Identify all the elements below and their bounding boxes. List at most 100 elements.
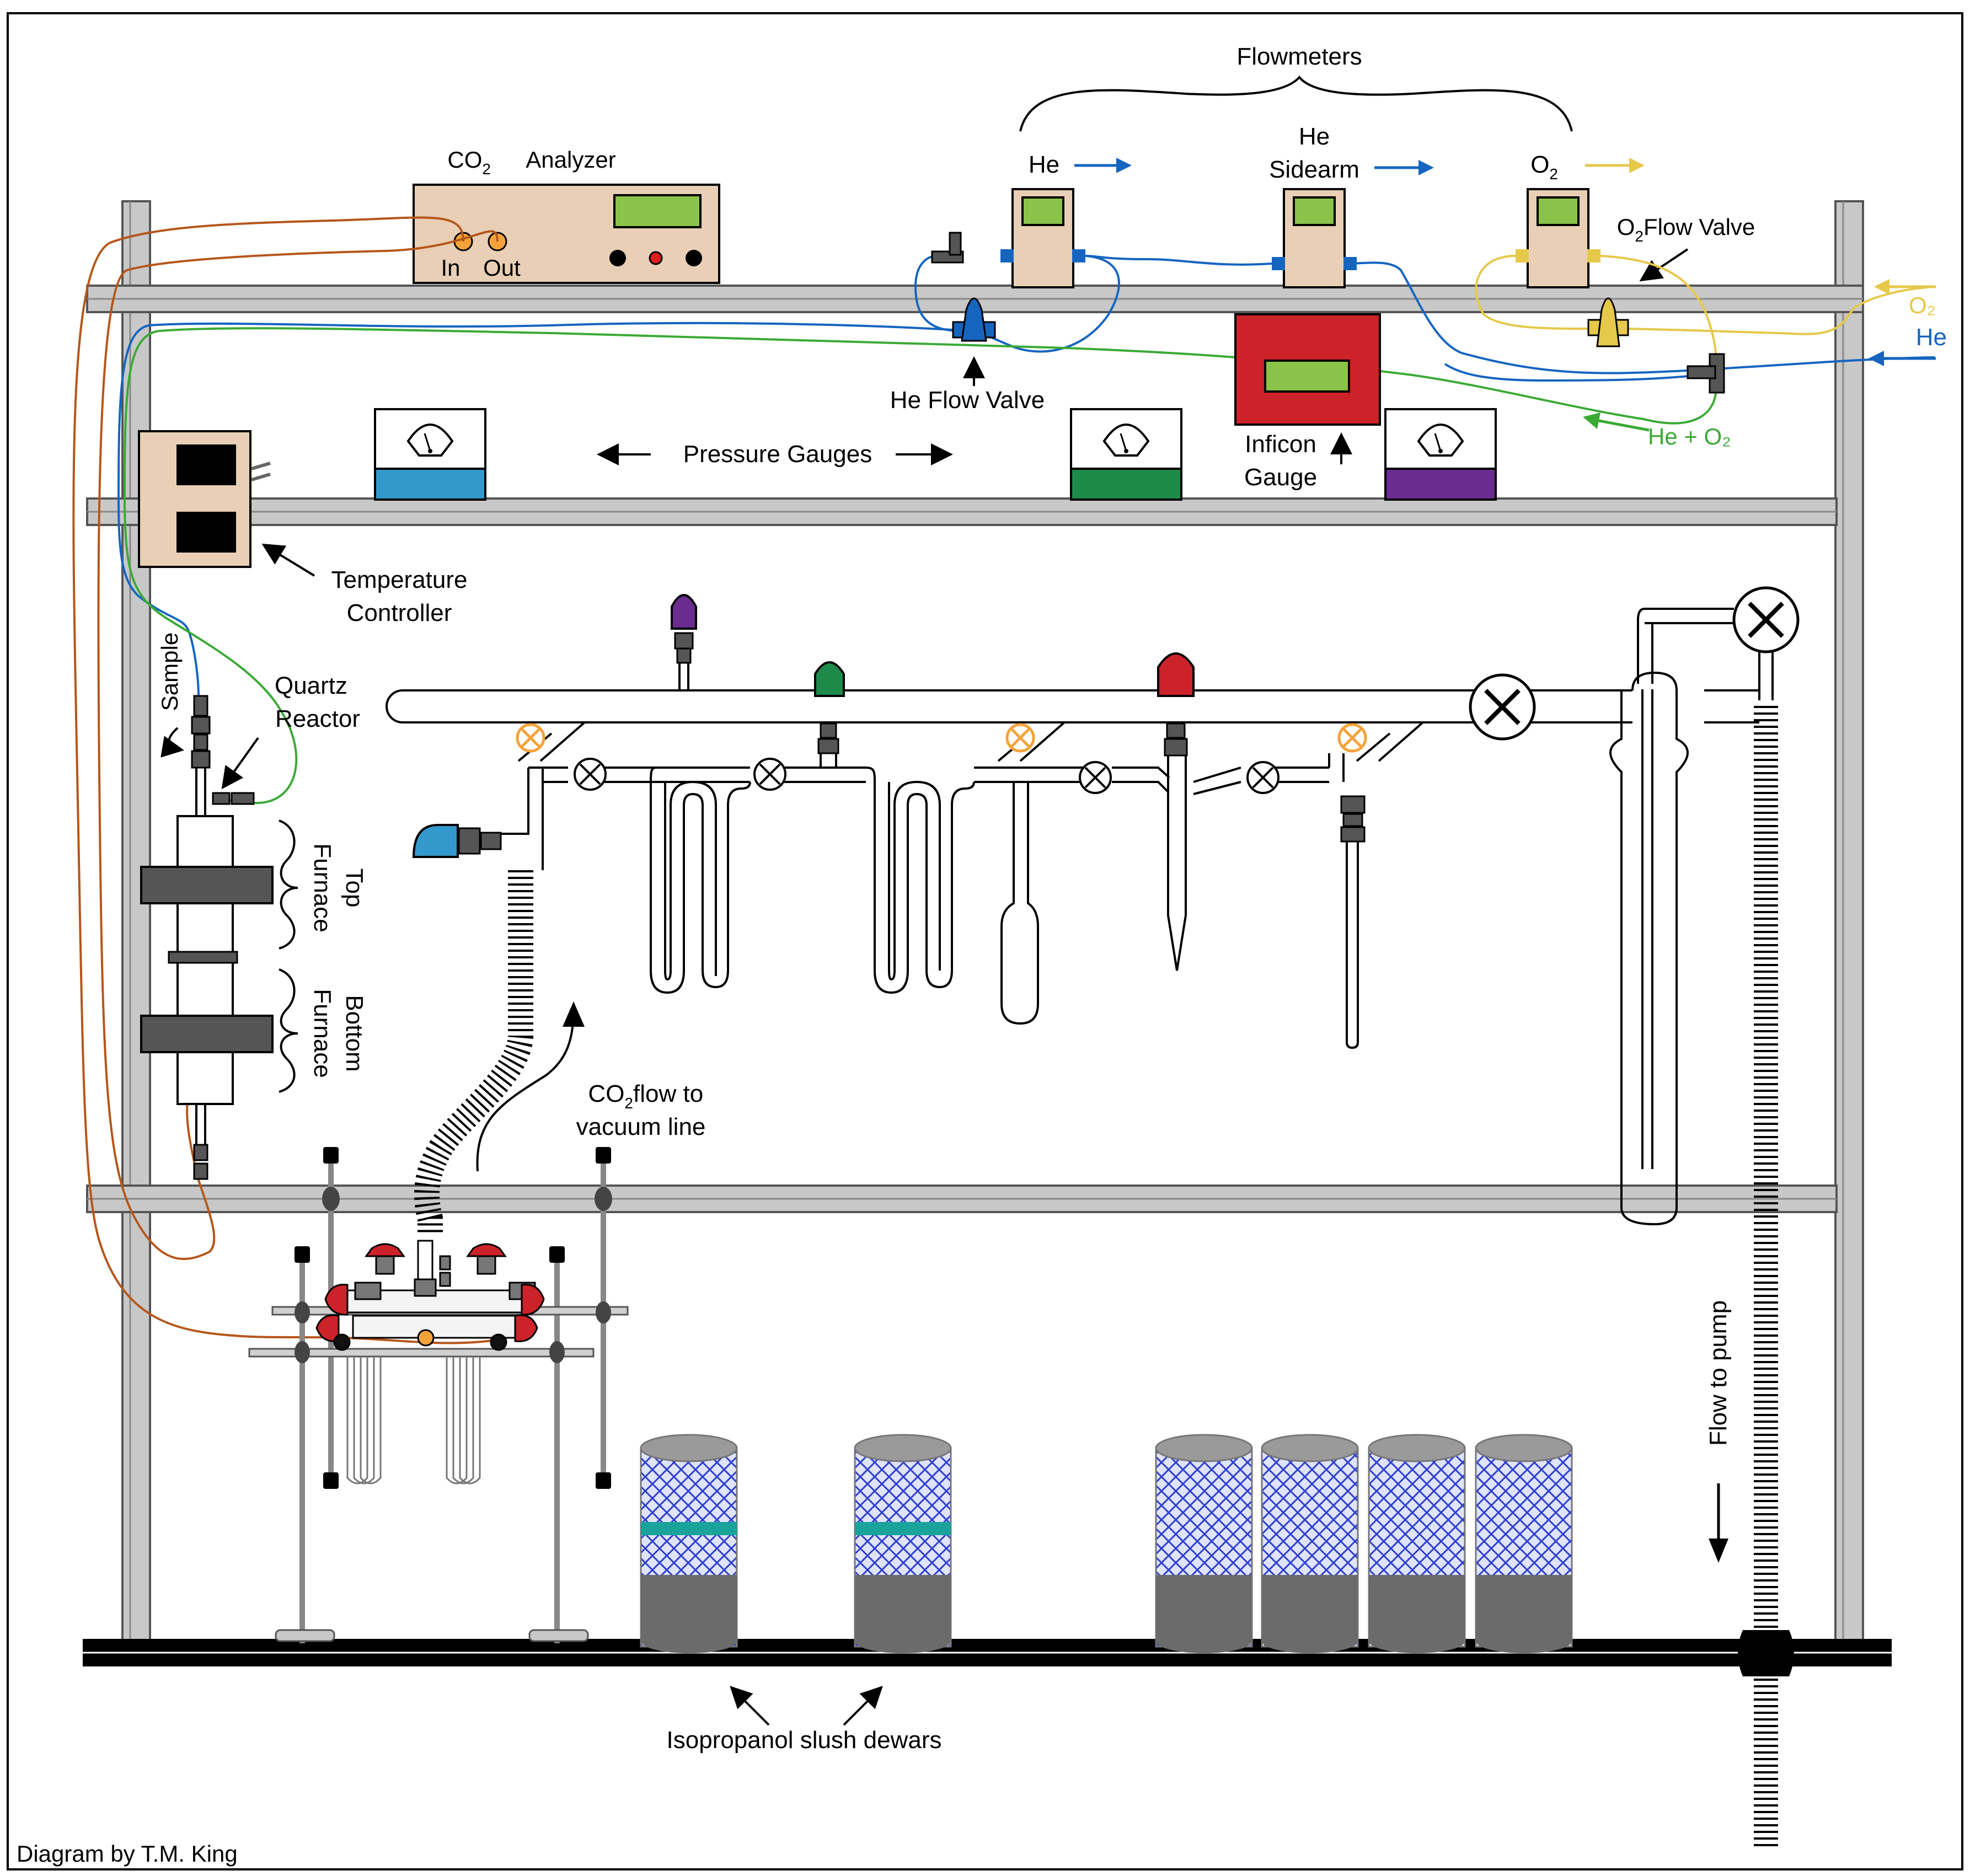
- he-flow-valve-label: He Flow Valve: [890, 387, 1045, 414]
- he-tee-fitting: [931, 232, 964, 264]
- pressure-gauge-green: [1070, 408, 1182, 501]
- top-furnace-label-1: Top: [341, 869, 368, 908]
- pump-line-tube: [1758, 651, 1774, 700]
- sample-inlet-branch: [501, 767, 568, 870]
- dewar-2: [854, 1434, 952, 1653]
- diagram-credit: Diagram by T.M. King: [17, 1841, 238, 1867]
- o2-flow-valve-pointer: [1639, 248, 1689, 282]
- dewar-4: [1261, 1434, 1359, 1653]
- right-upright: [1834, 200, 1864, 1647]
- analyzer-knob-red: [649, 251, 663, 265]
- co2-flow-label-tail: flow to: [633, 1080, 703, 1107]
- needle-tube: [1167, 755, 1187, 971]
- vacuum-manifold: [386, 689, 1759, 723]
- small-stopcocks: [574, 758, 1280, 794]
- o2-to-mix-tube: [1600, 255, 1717, 365]
- he-supply-tube: [1345, 261, 1935, 374]
- quartz-reactor-label-1: Quartz: [275, 672, 347, 699]
- o2-flowmeter-label: O: [1530, 151, 1549, 178]
- outer-frame-border: [7, 12, 1963, 1870]
- bottom-furnace-label-1: Bottom: [341, 995, 368, 1071]
- he-plus-o2-label: He + O₂: [1648, 424, 1731, 449]
- svg-text:CO2: CO2: [447, 147, 491, 178]
- cold-trap: [1637, 608, 1734, 684]
- he-flow-valve: [952, 297, 996, 342]
- u-trap-1: [650, 767, 751, 994]
- flowmeter-he: [1000, 188, 1085, 288]
- svg-text:O2: O2: [1617, 214, 1644, 245]
- top-furnace-brace: [279, 819, 298, 950]
- pressure-gauges-label: Pressure Gauges: [683, 441, 872, 468]
- he-sidearm-label-1: He: [1299, 123, 1330, 150]
- o2-flow-valve-label-tail: Flow Valve: [1644, 214, 1755, 240]
- co2-analyzer-sub: 2: [482, 160, 491, 178]
- he-plus-o2-arrow: [1596, 419, 1650, 432]
- sample-port-tube: [1346, 841, 1359, 1049]
- flowmeter-o2: [1516, 188, 1600, 288]
- o2-supply-tube: [1610, 286, 1935, 335]
- manifold-big-valve: [1469, 673, 1536, 741]
- dewar-1: [640, 1434, 738, 1653]
- analyzer-brown-tube-1: [72, 216, 497, 1344]
- he-sidearm-label-2: Sidearm: [1269, 156, 1359, 183]
- bottom-furnace: [140, 1015, 274, 1053]
- he-sidearm-tube: [1085, 255, 1272, 266]
- pressure-gauge-purple: [1384, 408, 1497, 501]
- orange-valves: [516, 723, 1367, 753]
- he-flowmeter-label: He: [1029, 151, 1059, 178]
- pressure-gauge-blue: [374, 408, 486, 501]
- cryo-trap-assembly: [315, 1240, 545, 1351]
- manifold-branches: [501, 608, 1774, 1226]
- analyzer-in-label: In: [441, 255, 460, 281]
- he-return-tube: [1444, 363, 1710, 382]
- quartz-reactor-label-2: Reactor: [275, 705, 360, 732]
- trap-stand: [248, 1147, 629, 1643]
- manifold-purple-valve: [671, 594, 697, 690]
- o2-flow-valve-sub: 2: [1635, 228, 1644, 245]
- inficon-gauge: [1234, 313, 1381, 426]
- analyzer-knob-left: [609, 250, 626, 266]
- he-o2-mix-tube: [123, 327, 1717, 805]
- pump-coupling: [1738, 1630, 1794, 1676]
- temperature-controller-pointer: [261, 543, 315, 577]
- co2-flow-arrow: [476, 1009, 575, 1172]
- pump-line-big-valve: [1732, 586, 1800, 653]
- inficon-label-2: Gauge: [1244, 464, 1317, 491]
- dewar-5: [1368, 1434, 1466, 1653]
- bottom-furnace-brace: [279, 968, 298, 1093]
- flex-hose: [414, 870, 533, 1235]
- sample-inlet-valve: [412, 824, 502, 858]
- cryo-coils: [346, 1357, 481, 1484]
- o2-flow-valve-label: O: [1617, 214, 1635, 240]
- dewar-3: [1155, 1434, 1253, 1653]
- he-to-controller-tube: [117, 321, 971, 698]
- inficon-label-1: Inficon: [1245, 431, 1316, 458]
- sample-pointer: [160, 727, 184, 758]
- dewar-pointer-left: [730, 1686, 770, 1726]
- o2-inlet-label: O₂: [1909, 292, 1936, 318]
- flowmeters-brace: [1019, 75, 1573, 132]
- isopropanol-dewars-label: Isopropanol slush dewars: [667, 1727, 942, 1754]
- top-furnace-label-2: Furnace: [309, 843, 336, 932]
- co2-flow-sub: 2: [624, 1095, 633, 1112]
- manifold-red-valve: [1157, 652, 1195, 757]
- svg-text:CO2: CO2: [588, 1080, 633, 1112]
- manifold-green-valve: [814, 661, 845, 754]
- co2-analyzer-label: CO: [447, 147, 482, 173]
- co2-analyzer-label-tail: Analyzer: [526, 147, 615, 173]
- co2-flow-label-2: vacuum line: [576, 1113, 706, 1140]
- manifold-main-tube: [386, 689, 1489, 723]
- flow-to-pump-label: Flow to pump: [1705, 1300, 1732, 1446]
- dewar-6: [1475, 1434, 1573, 1653]
- he-inlet-label: He: [1916, 324, 1947, 351]
- svg-text:O2: O2: [1530, 151, 1558, 183]
- analyzer-display: [613, 194, 702, 228]
- quartz-reactor: [140, 695, 274, 1180]
- u-trap-2: [865, 767, 975, 994]
- flowmeters-label: Flowmeters: [1236, 43, 1362, 70]
- sample-port-fitting: [1340, 795, 1366, 843]
- bottom-furnace-label-2: Furnace: [309, 989, 336, 1078]
- sample-label: Sample: [157, 633, 183, 711]
- co2-analyzer: CO2 Analyzer In Out: [413, 147, 720, 284]
